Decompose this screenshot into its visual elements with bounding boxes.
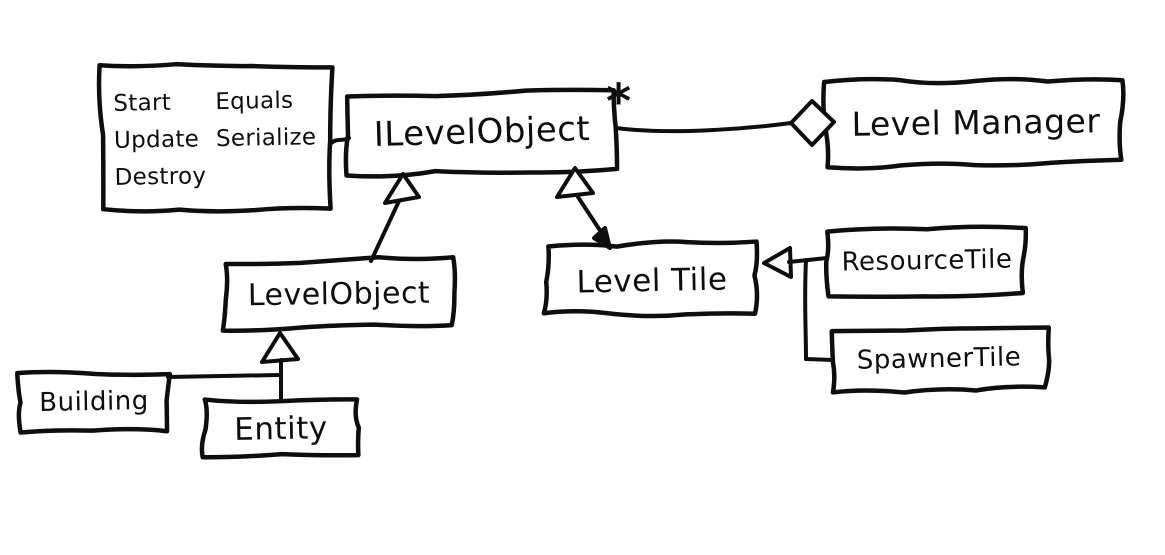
edge-tiles-vertical <box>803 258 808 361</box>
aggregation-diamond-icon <box>789 99 836 147</box>
method-destroy: Destroy <box>114 162 207 191</box>
inheritance-triangle-icon-left <box>383 172 421 205</box>
inheritance-triangle-icon-levelobject <box>260 331 300 364</box>
edge-building-to-levelobject <box>166 373 281 379</box>
interface-methods-list: Start Equals Update Serialize Destroy <box>113 70 327 208</box>
inheritance-triangle-icon-leveltile <box>762 246 793 279</box>
spawnertile-label: SpawnerTile <box>856 342 1022 376</box>
edge-aggregation-line <box>614 121 793 134</box>
edge-spawnertile-to-leveltile <box>804 357 835 362</box>
edge-levelobject-to-ilevelobject <box>369 199 401 263</box>
inheritance-triangle-icon-right <box>555 166 595 199</box>
method-serialize: Serialize <box>215 123 317 152</box>
multiplicity-star: * <box>606 74 632 130</box>
entity-box <box>199 397 362 460</box>
building-box <box>15 369 173 435</box>
levelmanager-label: Level Manager <box>851 100 1101 144</box>
resourcetile-box <box>823 224 1029 300</box>
leveltile-label: Level Tile <box>576 261 728 301</box>
entity-label: Entity <box>233 410 329 448</box>
spawnertile-box <box>829 325 1052 395</box>
arrowhead-icon-leveltile <box>592 226 612 250</box>
method-start: Start <box>113 89 172 117</box>
method-equals: Equals <box>215 87 294 115</box>
ilevelobject-box <box>343 87 620 179</box>
levelmanager-box <box>821 76 1126 171</box>
edge-methods-note-link <box>328 136 351 146</box>
levelobject-box <box>220 254 458 333</box>
interface-methods-box <box>96 61 335 214</box>
method-update: Update <box>113 125 200 154</box>
resourcetile-label: ResourceTile <box>841 244 1013 278</box>
leveltile-box <box>541 239 760 319</box>
ilevelobject-label: ILevelObject <box>373 108 591 156</box>
levelobject-label: LevelObject <box>247 275 431 313</box>
building-label: Building <box>38 386 149 418</box>
